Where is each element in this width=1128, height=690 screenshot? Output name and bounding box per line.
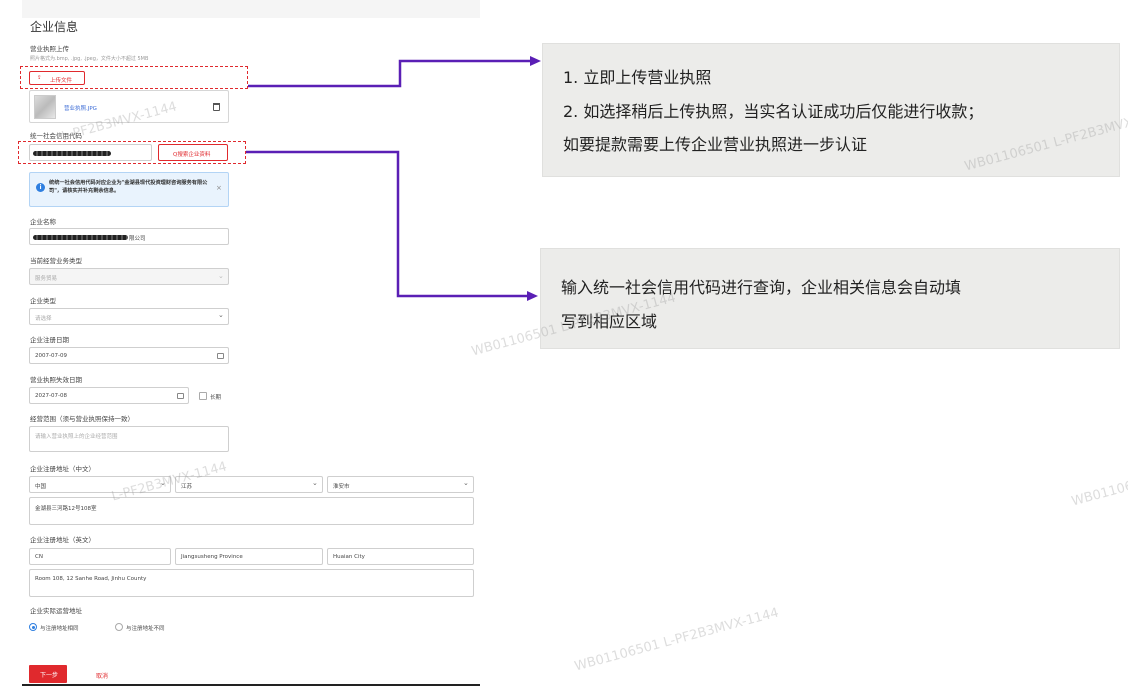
callout-upload-line-2: 2. 如选择稍后上传执照，当实名认证成功后仅能进行收款； [563,102,984,121]
address-en-city: Huaian City [333,553,365,560]
upload-button-label: 上传文件 [50,77,73,84]
company-name-suffix: 限公司 [129,235,146,242]
callout-upload-license: 1. 立即上传营业执照 2. 如选择稍后上传执照，当实名认证成功后仅能进行收款；… [542,43,1120,177]
credit-code-input[interactable] [29,144,152,161]
watermark: WB01106501 [1070,472,1128,510]
calendar-icon [217,353,224,359]
address-en-detail-textarea[interactable]: Room 108, 12 Sanhe Road, Jinhu County [29,569,474,597]
company-match-alert: i 统统一社会信用代码对应企业为"金湖县现代投资理财咨询服务有限公司"，请核实并… [29,172,229,207]
redacted-credit-code [33,151,111,156]
company-type-placeholder: 请选择 [35,315,52,322]
license-thumbnail [34,95,56,119]
bottom-divider [22,684,480,686]
alert-text: 统统一社会信用代码对应企业为"金湖县现代投资理财咨询服务有限公司"，请核实并补充… [49,180,208,194]
scope-textarea[interactable]: 请输入营业执照上的企业经营范围 [29,426,229,452]
address-en-detail: Room 108, 12 Sanhe Road, Jinhu County [35,576,147,582]
next-step-button[interactable]: 下一步 [29,665,67,683]
address-cn-city-select[interactable]: 淮安市 ⌄ [327,476,474,493]
address-en-province: Jiangsusheng Province [181,553,243,560]
same-address-label: 与注册地址相同 [40,626,79,632]
reg-date-picker[interactable]: 2007-07-09 [29,347,229,364]
different-address-label: 与注册地址不同 [126,626,165,632]
address-cn-province-select[interactable]: 江苏 ⌄ [175,476,323,493]
enterprise-info-form: 企业信息 营业执照上传 照片格式为.bmp, .jpg, .jpeg，文件大小不… [0,0,480,690]
radio-different-address[interactable] [115,623,123,631]
address-en-city-input[interactable]: Huaian City [327,548,474,565]
chevron-down-icon: ⌄ [218,272,224,280]
address-en-country: CN [35,553,43,560]
info-icon: i [36,183,45,192]
trash-icon[interactable] [213,103,220,111]
radio-same-address[interactable] [29,623,37,631]
reg-date-value: 2007-07-09 [35,352,67,359]
cancel-link[interactable]: 取消 [96,673,109,680]
callout-code-line-2: 写到相应区域 [561,312,658,331]
license-expiry-picker[interactable]: 2027-07-08 [29,387,189,404]
address-cn-detail-textarea[interactable]: 金湖县三河路12号108室 [29,497,474,525]
license-upload-hint: 照片格式为.bmp, .jpg, .jpeg，文件大小不超过 5MB [30,56,149,62]
company-type-label: 企业类型 [30,297,56,305]
arrow-head-code [527,291,538,301]
scope-label: 经营范围（须与营业执照保持一致） [30,415,134,423]
scope-placeholder: 请输入营业执照上的企业经营范围 [35,434,118,440]
callout-upload-line-3: 如要提款需要上传企业营业执照进一步认证 [563,135,868,154]
license-upload-label: 营业执照上传 [30,45,69,53]
address-cn-city: 淮安市 [333,483,350,490]
company-name-input[interactable]: 限公司 [29,228,229,245]
long-term-checkbox[interactable] [199,392,207,400]
upload-icon: ⇪ [37,75,42,81]
redacted-company-name [33,235,128,240]
next-step-label: 下一步 [40,672,59,679]
uploaded-file-name[interactable]: 营业执照.JPG [64,106,97,112]
business-type-select: 服务贸易 ⌄ [29,268,229,285]
chevron-down-icon: ⌄ [160,479,166,487]
upload-file-button[interactable]: ⇪ 上传文件 [29,71,85,85]
address-cn-country-select[interactable]: 中国 ⌄ [29,476,171,493]
company-name-label: 企业名称 [30,218,56,226]
callout-code-line-1: 输入统一社会信用代码进行查询，企业相关信息会自动填 [561,278,962,297]
address-cn-detail: 金湖县三河路12号108室 [35,506,97,512]
upload-highlight-box [20,66,248,89]
chevron-down-icon: ⌄ [463,479,469,487]
credit-code-highlight-box [18,141,246,164]
section-title: 企业信息 [30,20,79,34]
uploaded-file-card: 营业执照.JPG [29,90,229,123]
address-cn-province: 江苏 [181,483,193,490]
address-en-country-input[interactable]: CN [29,548,171,565]
callout-upload-line-1: 1. 立即上传营业执照 [563,68,712,87]
chevron-down-icon: ⌄ [218,311,224,319]
reg-date-label: 企业注册日期 [30,336,69,344]
search-company-button[interactable]: Q搜索企业资料 [158,144,228,161]
long-term-label: 长期 [210,395,222,401]
callout-credit-code: 输入统一社会信用代码进行查询，企业相关信息会自动填 写到相应区域 [540,248,1120,349]
arrow-head-upload [530,56,541,66]
license-expiry-label: 营业执照失效日期 [30,376,82,384]
business-type-label: 当前经营业务类型 [30,257,82,265]
search-company-button-label: Q搜索企业资料 [173,152,211,158]
license-expiry-value: 2027-07-08 [35,392,67,399]
chevron-down-icon: ⌄ [312,479,318,487]
address-cn-country: 中国 [35,483,47,490]
address-cn-label: 企业注册地址（中文） [30,465,95,473]
credit-code-label: 统一社会信用代码 [30,132,82,140]
address-en-province-input[interactable]: Jiangsusheng Province [175,548,323,565]
watermark: WB01106501 L-PF2B3MVX-1144 [573,605,781,675]
address-en-label: 企业注册地址（英文） [30,536,95,544]
company-type-select[interactable]: 请选择 ⌄ [29,308,229,325]
calendar-icon [177,393,184,399]
close-icon[interactable]: × [216,184,222,192]
operating-address-label: 企业实际运营地址 [30,607,82,615]
business-type-value: 服务贸易 [35,275,58,282]
top-bar [22,0,480,18]
